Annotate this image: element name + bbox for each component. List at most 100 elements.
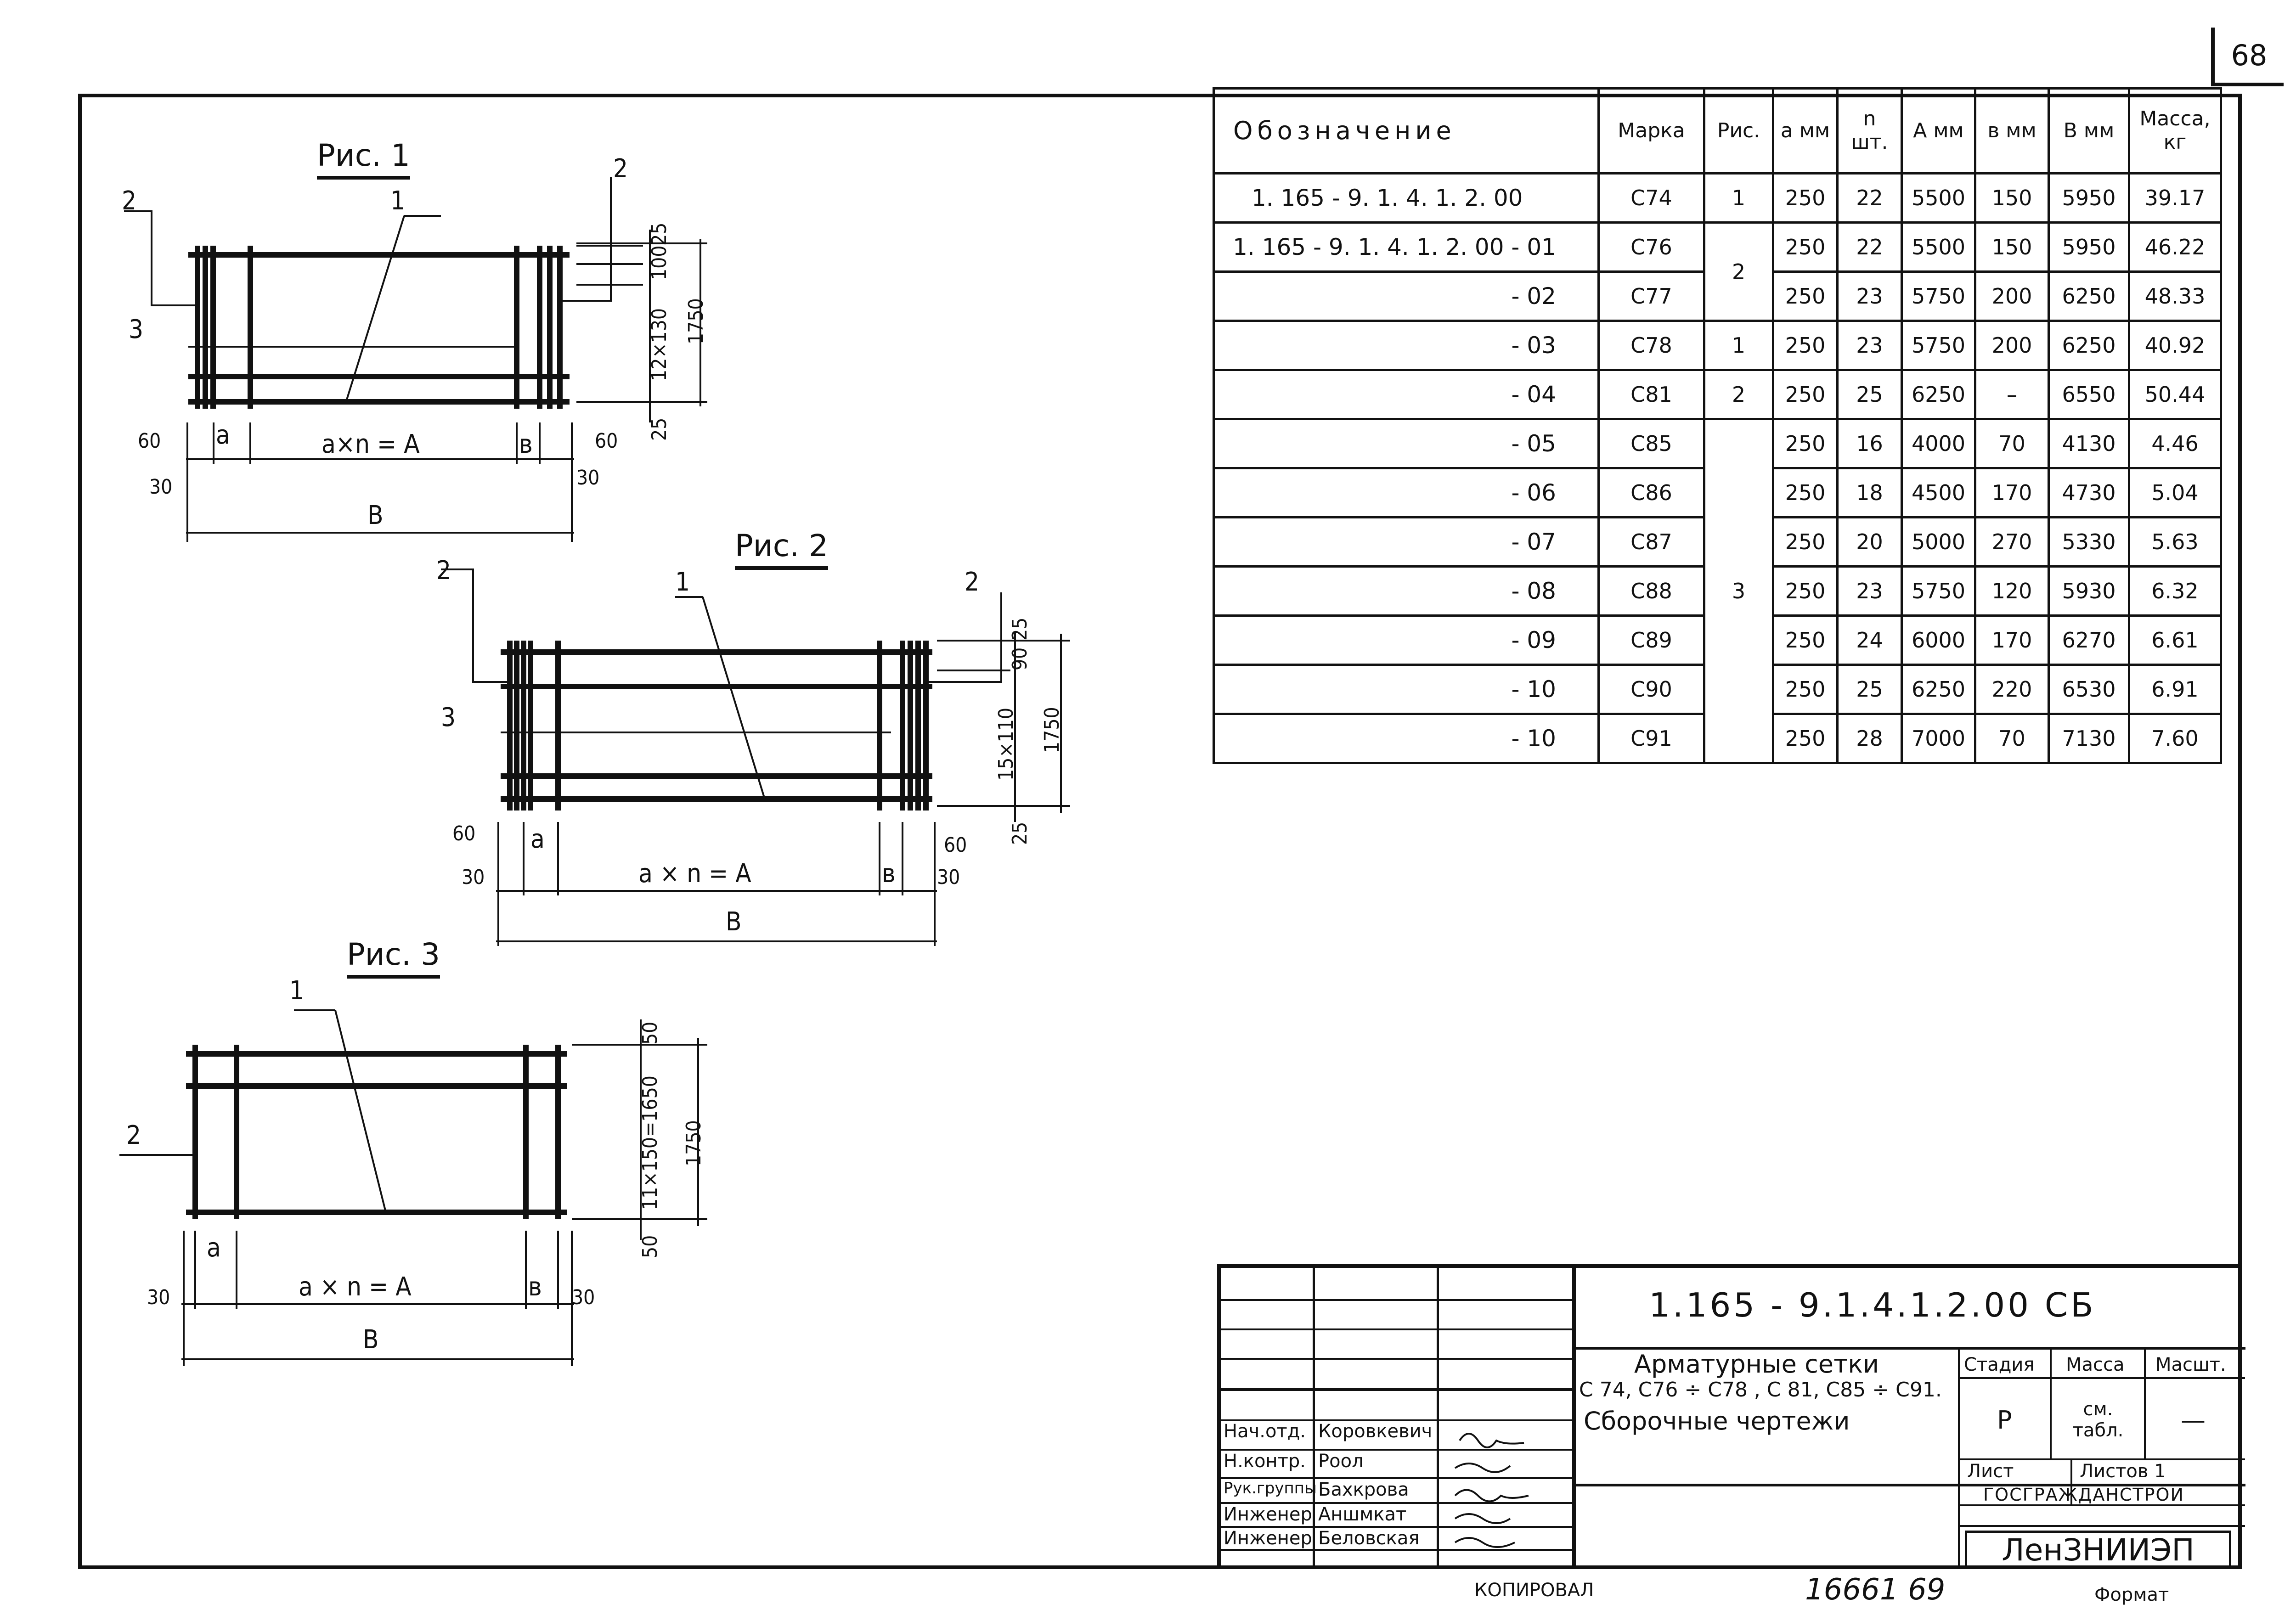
fig3-v50a: 50 [638, 1021, 662, 1045]
fig3-d30a: 30 [147, 1286, 170, 1309]
cell-marka: С87 [1597, 516, 1705, 568]
cell-n: 24 [1836, 614, 1903, 666]
table-row: - 10 С90 250 25 6250 220 6530 6.91 [1213, 664, 2222, 715]
cell-A: 5750 [1901, 270, 1976, 322]
fig2-pos2b: 2 [965, 567, 980, 597]
cell-mass: 48.33 [2128, 270, 2222, 322]
table-row: - 10 С91 250 28 7000 70 7130 7.60 [1213, 713, 2222, 764]
cell-n: 25 [1836, 369, 1903, 420]
table-row: 1. 165 - 9. 1. 4. 1. 2. 00 - 01 С76 2 25… [1213, 221, 2222, 322]
cell-mass: 6.32 [2128, 565, 2222, 617]
cell-B: 6550 [2048, 369, 2130, 420]
cell-v: 200 [1974, 320, 2050, 371]
cell-A: 5500 [1901, 221, 1976, 273]
fig1-d30a: 30 [149, 475, 173, 499]
title-name-line3: Сборочные чертежи [1584, 1407, 1850, 1435]
table-row: 1. 165 - 9. 1. 4. 1. 2. 00 С74 1 250 22 … [1213, 172, 2222, 224]
cell-a: 250 [1772, 664, 1839, 715]
fig2-v15x110: 15×110 [994, 707, 1018, 781]
header-mass: Масса, кг [2128, 87, 2222, 174]
cell-fig: 2 [1703, 221, 1774, 322]
cell-A: 6000 [1901, 614, 1976, 666]
title-block: Нач.отд. Коровкевич Н.контр. Роол Рук.гр… [1217, 1264, 2245, 1569]
cell-B: 6250 [2048, 270, 2130, 322]
cell-B: 4730 [2048, 467, 2130, 518]
cell-designation: - 10 [1213, 713, 1600, 764]
header-A: A мм [1901, 87, 1976, 174]
cell-marka: С74 [1597, 172, 1705, 224]
fig1-da: a [216, 420, 230, 450]
cell-B: 7130 [2048, 713, 2130, 764]
fig2-dB: B [726, 907, 742, 937]
cell-designation: - 10 [1213, 664, 1600, 715]
fig1-title: Рис. 1 [317, 138, 410, 180]
staff-name-1: Роол [1318, 1451, 1364, 1472]
fig1-pos3: 3 [129, 315, 144, 344]
scale-value: — [2181, 1406, 2206, 1435]
cell-designation: - 03 [1213, 320, 1600, 371]
drawing-frame [78, 94, 2242, 1569]
cell-n: 16 [1836, 418, 1903, 469]
cell-a: 250 [1772, 221, 1839, 273]
sheet-number: 68 [2211, 28, 2284, 86]
cell-a: 250 [1772, 713, 1839, 764]
cell-designation: - 04 [1213, 369, 1600, 420]
fig1-d60a: 60 [138, 429, 161, 453]
cell-mass: 6.91 [2128, 664, 2222, 715]
cell-n: 23 [1836, 270, 1903, 322]
fig2-dims [441, 568, 1070, 946]
spec-header-row: Обозначение Марка Рис. a мм n шт. A мм в… [1213, 87, 2222, 174]
fig3-mesh [186, 1045, 567, 1219]
cell-v: 170 [1974, 467, 2050, 518]
table-row: - 03 С78 1 250 23 5750 200 6250 40.92 [1213, 320, 2222, 371]
staff-name-0: Коровкевич [1318, 1421, 1433, 1442]
table-row: - 09 С89 250 24 6000 170 6270 6.61 [1213, 614, 2222, 666]
cell-mass: 40.92 [2128, 320, 2222, 371]
header-designation: Обозначение [1213, 87, 1600, 174]
fig2-formula: a × n = A [638, 859, 751, 889]
cell-B: 5950 [2048, 172, 2130, 224]
cell-a: 250 [1772, 516, 1839, 568]
fig3-title: Рис. 3 [347, 937, 440, 979]
staff-role-3: Инженер [1224, 1504, 1312, 1525]
cell-B: 6250 [2048, 320, 2130, 371]
table-row: - 07 С87 250 20 5000 270 5330 5.63 [1213, 516, 2222, 568]
cell-a: 250 [1772, 369, 1839, 420]
cell-mass: 5.63 [2128, 516, 2222, 568]
cell-designation: - 05 [1213, 418, 1600, 469]
cell-marka: С85 [1597, 418, 1705, 469]
fig2-v1750: 1750 [1040, 707, 1064, 753]
cell-a: 250 [1772, 172, 1839, 224]
cell-marka: С76 [1597, 221, 1705, 273]
header-a: a мм [1772, 87, 1839, 174]
cell-mass: 7.60 [2128, 713, 2222, 764]
staff-name-4: Беловская [1318, 1528, 1420, 1549]
org-name: ЛенЗНИИЭП [1965, 1531, 2231, 1569]
fig1-v12x130: 12×130 [648, 308, 671, 381]
cell-n: 23 [1836, 565, 1903, 617]
fig1-db: в [519, 429, 533, 459]
fig1-formula: a×n = A [322, 429, 420, 459]
cell-B: 5950 [2048, 221, 2130, 273]
cell-n: 23 [1836, 320, 1903, 371]
fig3-dims [119, 1009, 707, 1366]
table-row: - 04 С81 2 250 25 6250 – 6550 50.44 [1213, 369, 2222, 420]
table-row: - 05 С85 3 250 16 4000 70 4130 4.46 [1213, 418, 2222, 764]
cell-a: 250 [1772, 320, 1839, 371]
fig1-dB: B [367, 501, 384, 530]
cell-n: 22 [1836, 221, 1903, 273]
scale-label: Масшт. [2155, 1354, 2226, 1375]
cell-A: 5500 [1901, 172, 1976, 224]
title-name-line2: С 74, С76 ÷ С78 , С 81, С85 ÷ С91. [1579, 1378, 1942, 1401]
cell-mass: 39.17 [2128, 172, 2222, 224]
cell-n: 28 [1836, 713, 1903, 764]
sheet-label: Лист [1967, 1461, 2014, 1482]
fig3-v1750: 1750 [682, 1120, 705, 1166]
cell-B: 5330 [2048, 516, 2130, 568]
cell-B: 4130 [2048, 418, 2130, 469]
fig3-d30b: 30 [572, 1286, 595, 1309]
fig2-da: a [530, 824, 545, 854]
staff-role-0: Нач.отд. [1224, 1421, 1306, 1442]
staff-role-2: Рук.группы [1224, 1479, 1317, 1497]
